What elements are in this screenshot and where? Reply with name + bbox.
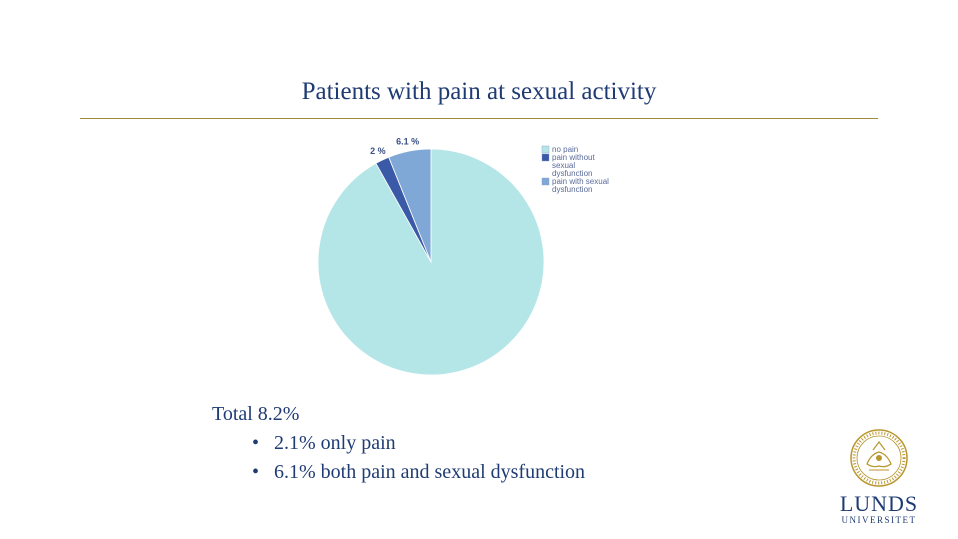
legend-label: sexual [552, 161, 575, 170]
legend-swatch [541, 145, 550, 154]
summary-list: • 2.1% only pain • 6.1% both pain and sexu… [212, 429, 585, 487]
summary-item-text: 2.1% only pain [274, 432, 396, 454]
bullet-icon: • [252, 461, 260, 483]
pie-data-label: 6.1 % [396, 136, 419, 146]
logo-wordmark: LUNDS [839, 491, 919, 516]
legend-label: pain with sexual [552, 177, 609, 186]
lund-university-logo: LUNDS UNIVERSITET [836, 428, 922, 528]
pie-data-label: 2 % [370, 146, 386, 156]
summary-item: • 6.1% both pain and sexual dysfunction [252, 458, 585, 487]
bullet-icon: • [252, 432, 260, 454]
summary-heading: Total 8.2% [212, 403, 300, 425]
university-seal-icon [850, 429, 908, 487]
legend-label: dysfunction [552, 185, 592, 194]
legend-label: dysfunction [552, 169, 592, 178]
pie-slice [388, 148, 432, 263]
legend-swatch [541, 153, 550, 162]
legend-label: no pain [552, 145, 578, 154]
logo-subtext: UNIVERSITET [841, 515, 917, 525]
legend-label: pain without [552, 153, 595, 162]
summary-block: Total 8.2% • 2.1% only pain • 6.1% both pa… [212, 400, 585, 487]
legend-swatch [541, 177, 550, 186]
summary-item: • 2.1% only pain [252, 429, 585, 458]
slide-title: Patients with pain at sexual activity [301, 78, 657, 105]
summary-item-text: 6.1% both pain and sexual dysfunction [274, 461, 586, 483]
title-divider [80, 118, 878, 119]
